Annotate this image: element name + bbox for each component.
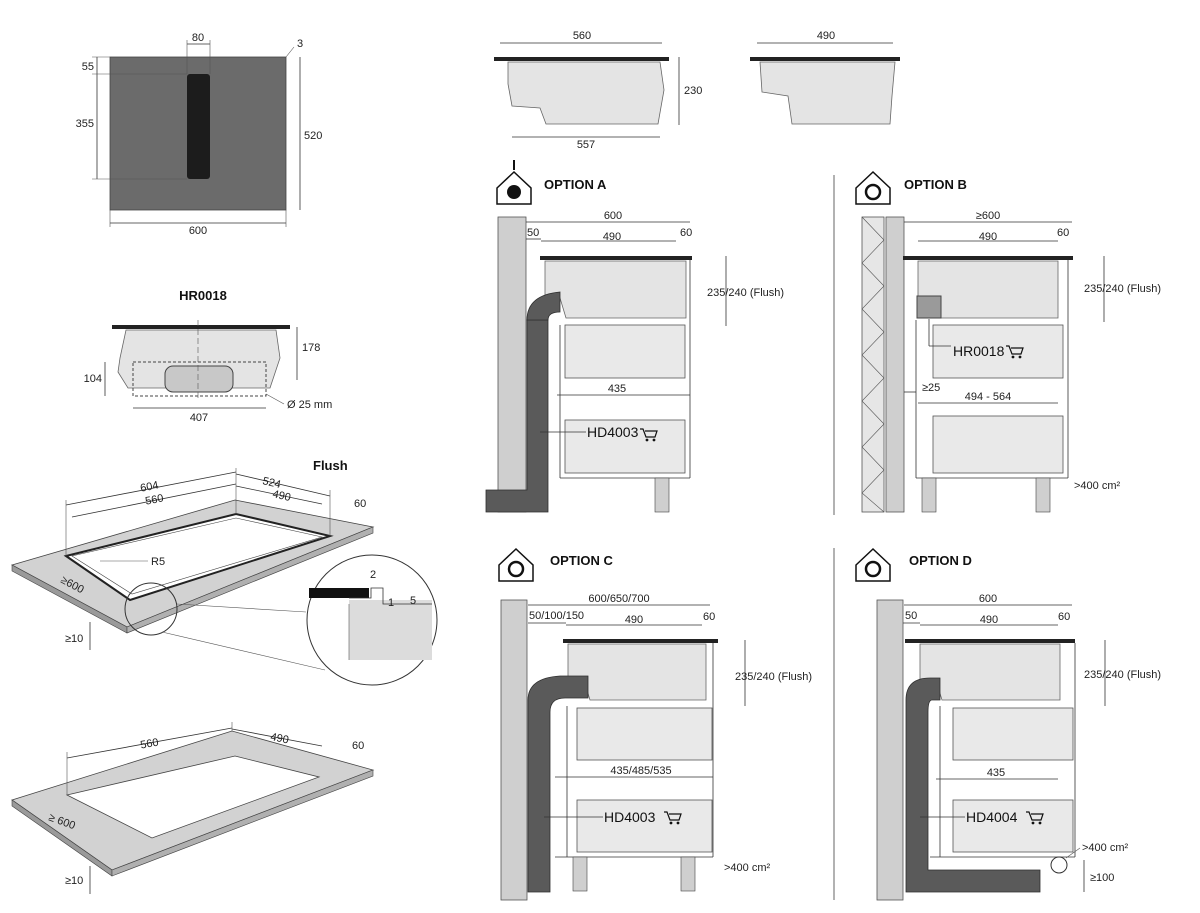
option-c-w490: 490 <box>625 614 643 626</box>
option-c-part: HD4003 <box>604 809 656 825</box>
house-recirculation-icon <box>498 547 534 582</box>
shopping-cart-icon <box>1026 811 1044 825</box>
shopping-cart-icon <box>1006 345 1024 359</box>
option-d-title: OPTION D <box>909 553 972 568</box>
option-a-d435: 435 <box>608 383 626 395</box>
option-b: OPTION B ≥600 490 60 235/240 (Flush) HR0… <box>855 170 1161 513</box>
option-d-d435: 435 <box>987 767 1005 779</box>
dim-flush-490: 490 <box>271 488 292 504</box>
option-a-h235: 235/240 (Flush) <box>707 287 784 299</box>
option-a: OPTION A 600 50 490 60 235/240 (Flush) 4… <box>485 160 784 513</box>
option-d: OPTION D 600 50 490 60 235/240 (Flush) 4… <box>855 547 1161 901</box>
dim-flush-r5: R5 <box>151 556 165 568</box>
option-c: OPTION C 600/650/700 50/100/150 490 60 2… <box>498 547 812 901</box>
option-d-part: HD4004 <box>966 809 1018 825</box>
option-d-h235: 235/240 (Flush) <box>1084 669 1161 681</box>
dim-cut-490: 490 <box>269 731 289 746</box>
option-c-w50: 50/100/150 <box>529 610 584 622</box>
dim-hr-height: 178 <box>302 342 320 354</box>
house-exhaust-icon <box>496 160 532 205</box>
shopping-cart-icon <box>664 811 682 825</box>
dim-edge: 3 <box>297 38 303 50</box>
side-view-490: 490 <box>750 30 900 125</box>
dim-offset-top: 55 <box>82 61 94 73</box>
dim-flush-604: 604 <box>139 479 159 494</box>
option-a-w50: 50 <box>527 227 539 239</box>
dim-cut-60: 60 <box>352 740 364 752</box>
hr0018-title: HR0018 <box>179 288 227 303</box>
option-d-plinth: ≥100 <box>1090 872 1114 884</box>
dim-depth: 520 <box>304 130 322 142</box>
option-a-title: OPTION A <box>544 177 607 192</box>
dim-flush-2: 2 <box>370 569 376 581</box>
option-b-gap: ≥25 <box>922 382 940 394</box>
option-c-w600: 600/650/700 <box>588 593 649 605</box>
option-c-h235: 235/240 (Flush) <box>735 671 812 683</box>
dim-cut-10: ≥10 <box>65 875 83 887</box>
option-a-part: HD4003 <box>587 424 639 440</box>
option-d-w490: 490 <box>980 614 998 626</box>
house-recirculation-icon <box>855 547 891 582</box>
dim-flush-10: ≥10 <box>65 633 83 645</box>
hob-top-view: 80 3 55 355 520 600 <box>76 32 323 237</box>
dim-front-bottom: 557 <box>577 139 595 151</box>
option-b-h235: 235/240 (Flush) <box>1084 283 1161 295</box>
option-d-w600: 600 <box>979 593 997 605</box>
option-c-d435: 435/485/535 <box>610 765 671 777</box>
option-c-title: OPTION C <box>550 553 613 568</box>
dim-zone-width: 80 <box>192 32 204 44</box>
dim-flush-560: 560 <box>144 492 164 507</box>
flush-mount-view: Flush 604 560 524 490 60 R5 ≥600 ≥10 2 1 <box>10 458 438 686</box>
dim-front-width: 560 <box>573 30 591 42</box>
option-a-w600: 600 <box>604 210 622 222</box>
house-recirculation-icon <box>855 170 891 205</box>
option-d-vent: >400 cm² <box>1082 842 1128 854</box>
flush-title: Flush <box>313 458 348 473</box>
option-b-w600: ≥600 <box>976 210 1000 222</box>
hr0018-view: HR0018 178 104 407 Ø 25 mm <box>84 288 333 424</box>
cutout-view: 560 490 60 ≥ 600 ≥10 <box>11 722 375 894</box>
dim-zone-length: 355 <box>76 118 94 130</box>
option-b-vent: >400 cm² <box>1074 480 1120 492</box>
option-c-vent: >400 cm² <box>724 862 770 874</box>
option-b-range: 494 - 564 <box>965 391 1011 403</box>
option-d-w60: 60 <box>1058 611 1070 623</box>
dim-flush-5: 5 <box>410 595 416 607</box>
dim-hr-width: 407 <box>190 412 208 424</box>
option-a-w490: 490 <box>603 231 621 243</box>
dim-hr-box-height: 104 <box>84 373 102 385</box>
dim-flush-524: 524 <box>261 475 282 491</box>
dim-flush-60: 60 <box>354 498 366 510</box>
option-a-w60: 60 <box>680 227 692 239</box>
dim-cut-560: 560 <box>139 737 159 752</box>
shopping-cart-icon <box>640 428 658 442</box>
option-d-w50: 50 <box>905 610 917 622</box>
dim-width: 600 <box>189 225 207 237</box>
option-b-part: HR0018 <box>953 343 1005 359</box>
dim-height: 230 <box>684 85 702 97</box>
option-b-w490: 490 <box>979 231 997 243</box>
dim-side-width: 490 <box>817 30 835 42</box>
front-side-view: 560 557 230 <box>494 30 702 151</box>
option-b-w60: 60 <box>1057 227 1069 239</box>
dim-flush-1: 1 <box>388 597 394 609</box>
option-b-title: OPTION B <box>904 177 967 192</box>
extraction-zone <box>187 74 210 179</box>
dim-hr-hole: Ø 25 mm <box>287 399 332 411</box>
option-c-w60: 60 <box>703 611 715 623</box>
